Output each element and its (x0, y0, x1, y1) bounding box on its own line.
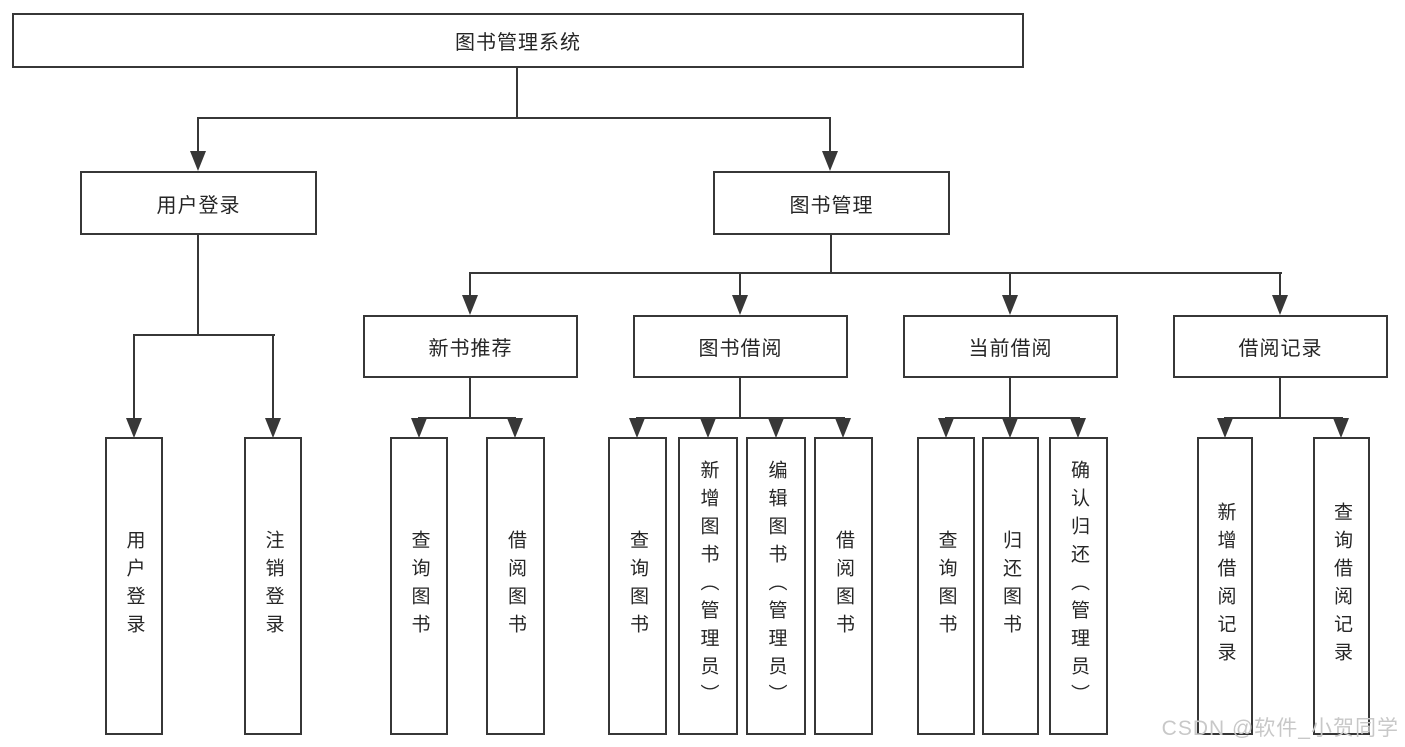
leaf-label: 用户登录 (123, 530, 145, 642)
arrow-to-leaf-return-book (1002, 418, 1018, 438)
connector-root-stem (516, 68, 518, 118)
node-label: 图书管理 (789, 194, 874, 217)
connector-drop-borrow-records (1279, 272, 1281, 297)
leaf-label: 新增借阅记录 (1214, 502, 1236, 670)
arrow-to-leaf-query-books-3 (938, 418, 954, 438)
leaf-query-borrow-record: 查询借阅记录 (1313, 437, 1370, 735)
connector-book-borrow-stem (739, 378, 741, 419)
node-label: 用户登录 (156, 194, 241, 217)
connector-new-book-stem (469, 378, 471, 419)
connector-level3-bar (469, 272, 1282, 274)
node-book-management: 图书管理 (713, 171, 950, 235)
leaf-label: 查询借阅记录 (1331, 502, 1352, 670)
node-library-management-system: 图书管理系统 (12, 13, 1024, 68)
leaf-logout: 注销登录 (244, 437, 302, 735)
arrow-to-leaf-edit-book (768, 418, 784, 438)
leaf-borrow-books-1: 借阅图书 (486, 437, 545, 735)
arrow-to-leaf-user-login (126, 418, 142, 438)
connector-user-login-stem (197, 235, 199, 336)
leaf-label: 新增图书（管理员） (697, 460, 719, 712)
leaf-label: 查询图书 (408, 530, 430, 642)
connector-drop-book-borrow (739, 272, 741, 297)
arrow-to-leaf-add-record (1217, 418, 1233, 438)
connector-new-book-bar (418, 417, 516, 419)
arrow-to-leaf-add-book (700, 418, 716, 438)
leaf-return-book: 归还图书 (982, 437, 1039, 735)
node-label: 当前借阅 (968, 338, 1053, 360)
arrow-to-leaf-query-books-2 (629, 418, 645, 438)
watermark: CSDN @软件_小贺同学 (1161, 717, 1399, 740)
connector-drop-user-login (197, 117, 199, 153)
node-borrow-records: 借阅记录 (1173, 315, 1388, 378)
leaf-query-books-1: 查询图书 (390, 437, 448, 735)
connector-borrow-records-stem (1279, 378, 1281, 419)
node-user-login: 用户登录 (80, 171, 317, 235)
leaf-label: 借阅图书 (505, 530, 526, 642)
connector-book-management-stem (830, 235, 832, 274)
arrow-to-new-book (462, 295, 478, 315)
leaf-label: 注销登录 (262, 530, 284, 642)
node-label: 图书管理系统 (455, 32, 581, 54)
arrow-to-current-borrow (1002, 295, 1018, 315)
leaf-user-login: 用户登录 (105, 437, 163, 735)
connector-drop-book-management (829, 117, 831, 153)
leaf-add-borrow-record: 新增借阅记录 (1197, 437, 1253, 735)
connector-book-borrow-bar (636, 417, 845, 419)
arrow-to-leaf-confirm-return (1070, 418, 1086, 438)
arrow-to-leaf-logout (265, 418, 281, 438)
node-book-borrow: 图书借阅 (633, 315, 848, 378)
node-new-book-recommend: 新书推荐 (363, 315, 578, 378)
leaf-label: 查询图书 (627, 530, 648, 642)
arrow-to-user-login (190, 151, 206, 171)
leaf-label: 编辑图书（管理员） (765, 460, 787, 712)
arrow-to-leaf-borrow-books-1 (507, 418, 523, 438)
node-current-borrow: 当前借阅 (903, 315, 1118, 378)
leaf-label: 确认归还（管理员） (1068, 460, 1089, 712)
leaf-edit-book-admin: 编辑图书（管理员） (746, 437, 806, 735)
connector-drop-new-book (469, 272, 471, 297)
connector-drop-leaf-logout (272, 334, 274, 418)
leaf-label: 归还图书 (1000, 530, 1021, 642)
leaf-query-books-2: 查询图书 (608, 437, 667, 735)
leaf-add-book-admin: 新增图书（管理员） (678, 437, 738, 735)
arrow-to-borrow-records (1272, 295, 1288, 315)
connector-current-borrow-stem (1009, 378, 1011, 419)
arrow-to-leaf-borrow-books-2 (835, 418, 851, 438)
node-label: 借阅记录 (1238, 338, 1323, 360)
leaf-confirm-return-admin: 确认归还（管理员） (1049, 437, 1108, 735)
connector-user-login-bar (133, 334, 275, 336)
leaf-query-books-3: 查询图书 (917, 437, 975, 735)
connector-borrow-records-bar (1224, 417, 1343, 419)
node-label: 新书推荐 (428, 338, 513, 360)
node-label: 图书借阅 (698, 338, 783, 360)
leaf-label: 借阅图书 (833, 530, 854, 642)
arrow-to-book-borrow (732, 295, 748, 315)
arrow-to-book-management (822, 151, 838, 171)
leaf-borrow-books-2: 借阅图书 (814, 437, 873, 735)
connector-drop-leaf-user-login (133, 334, 135, 418)
arrow-to-leaf-query-books-1 (411, 418, 427, 438)
leaf-label: 查询图书 (935, 530, 957, 642)
arrow-to-leaf-query-record (1333, 418, 1349, 438)
connector-level1-bar (197, 117, 831, 119)
connector-drop-current-borrow (1009, 272, 1011, 297)
